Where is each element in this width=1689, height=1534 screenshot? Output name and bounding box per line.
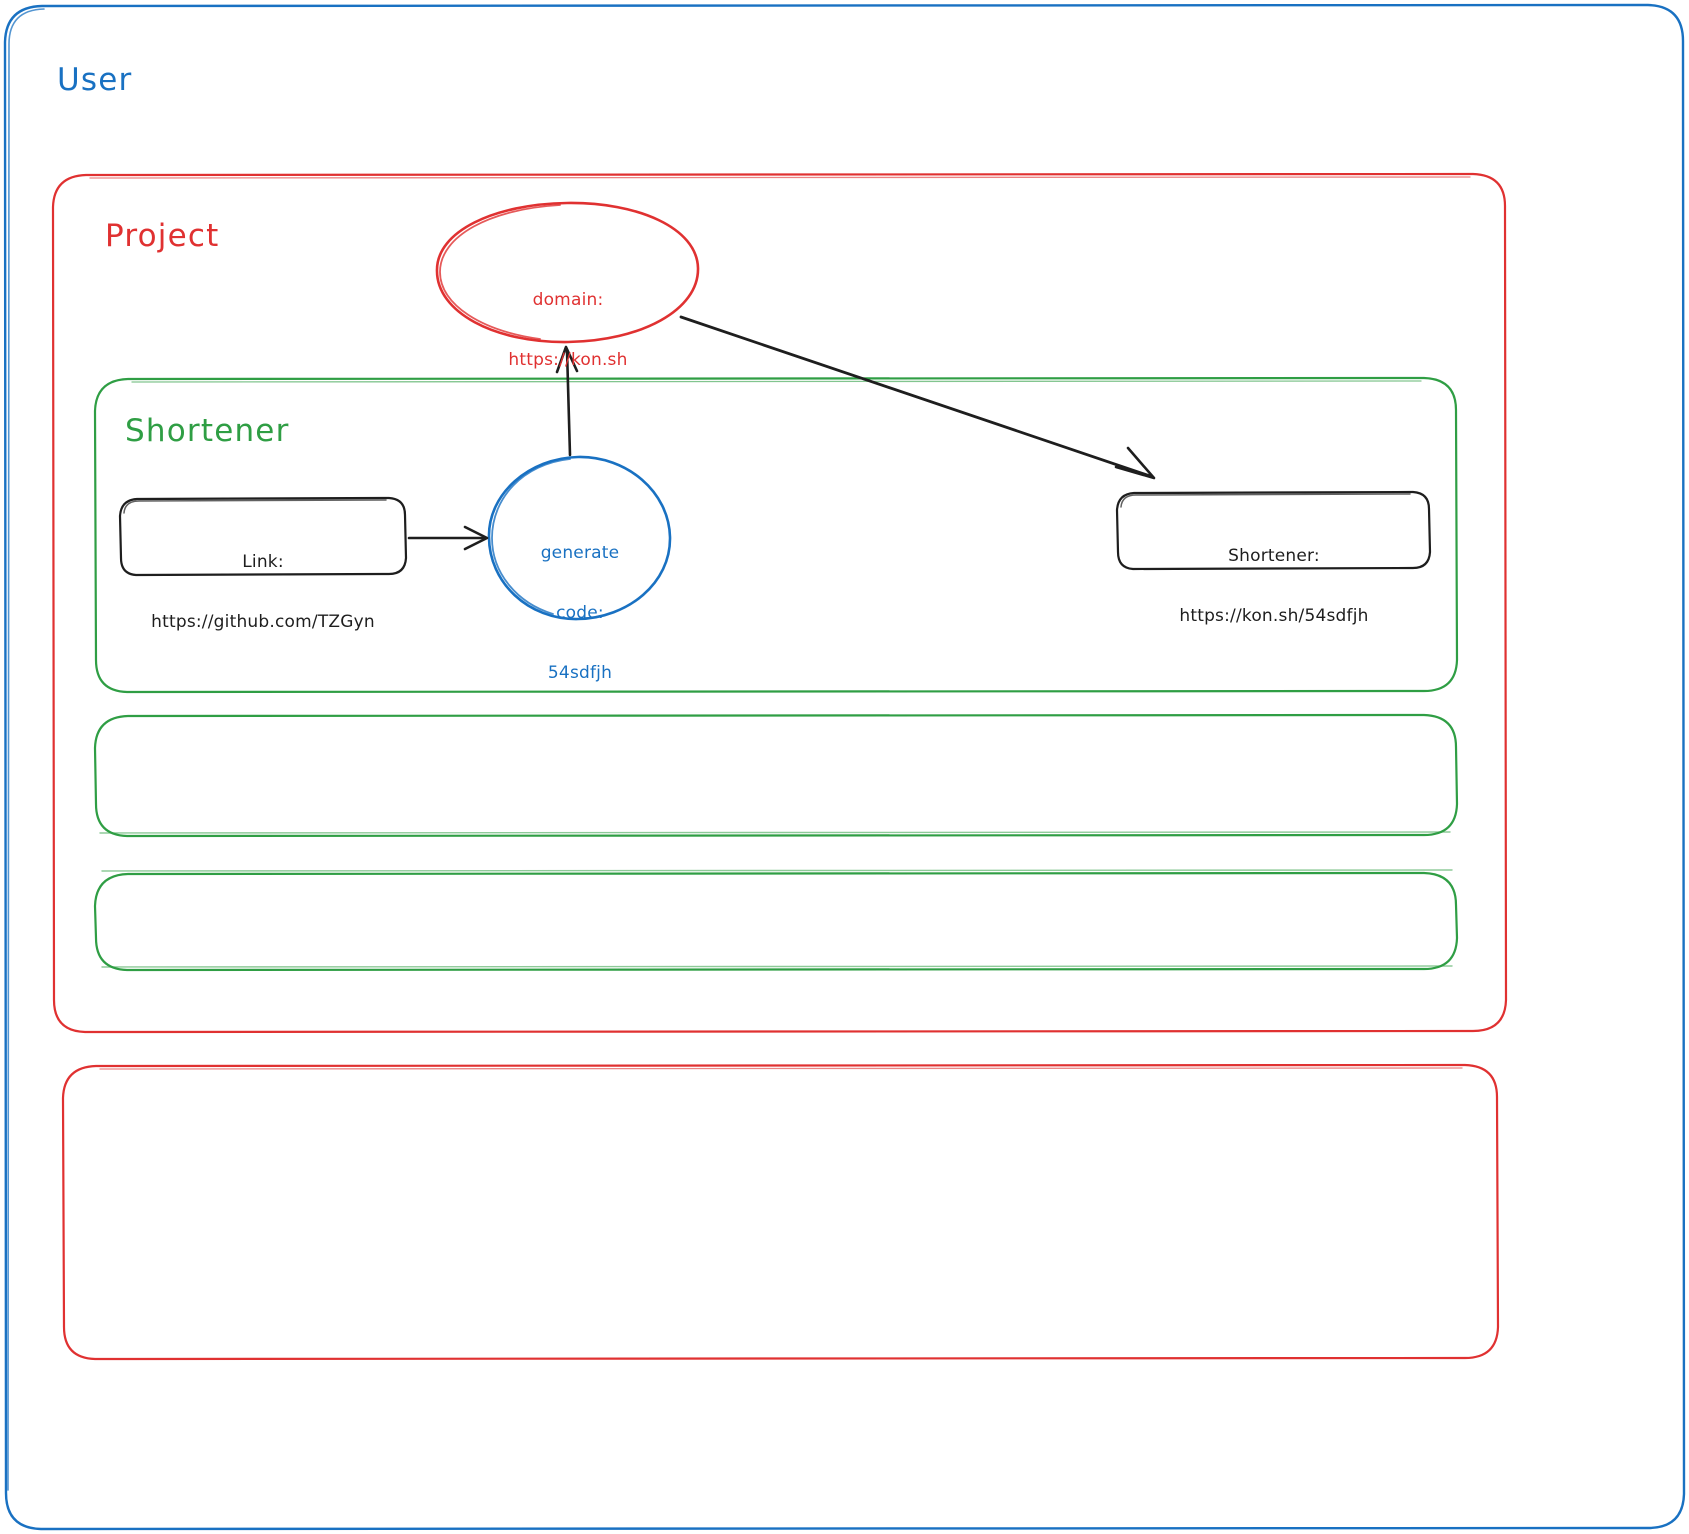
result-node-line2: https://kon.sh/54sdfjh (1179, 606, 1369, 627)
domain-node-label[interactable]: domain: https://kon.sh (437, 250, 699, 410)
empty-green-group-2-border (93, 713, 1459, 838)
user-container-title: User (57, 62, 133, 98)
result-node-shape[interactable] (1115, 490, 1432, 571)
project-container-title: Project (105, 218, 220, 254)
link-node-label[interactable]: Link: https://github.com/TZGyn (120, 512, 406, 672)
generate-node-line3: 54sdfjh (547, 663, 613, 684)
arrow-generate-to-domain (555, 345, 579, 457)
domain-node-line1: domain: (532, 290, 604, 311)
project-container-border (51, 172, 1508, 1034)
shortener-container-border (93, 376, 1459, 694)
empty-green-group-3-border (93, 869, 1459, 972)
link-node-shape[interactable] (118, 496, 408, 577)
generate-node-label[interactable]: generate code: 54sdfjh (490, 503, 670, 724)
result-node-label[interactable]: Shortener: https://kon.sh/54sdfjh (1118, 506, 1430, 666)
user-container-border (3, 3, 1686, 1531)
link-node-line2: https://github.com/TZGyn (151, 612, 375, 633)
shortener-container-title: Shortener (125, 413, 290, 449)
link-node-line1: Link: (242, 552, 284, 573)
arrow-link-to-generate (407, 525, 489, 551)
domain-node-line2: https://kon.sh (508, 350, 628, 371)
generate-node-line1: generate (540, 543, 620, 564)
generate-node-shape[interactable] (487, 455, 672, 621)
project-container-2-border (61, 1063, 1500, 1361)
result-node-line1: Shortener: (1228, 546, 1320, 567)
arrow-domain-to-result (679, 315, 1156, 480)
generate-node-line2: code: (556, 603, 604, 624)
domain-node-shape[interactable] (435, 201, 700, 344)
